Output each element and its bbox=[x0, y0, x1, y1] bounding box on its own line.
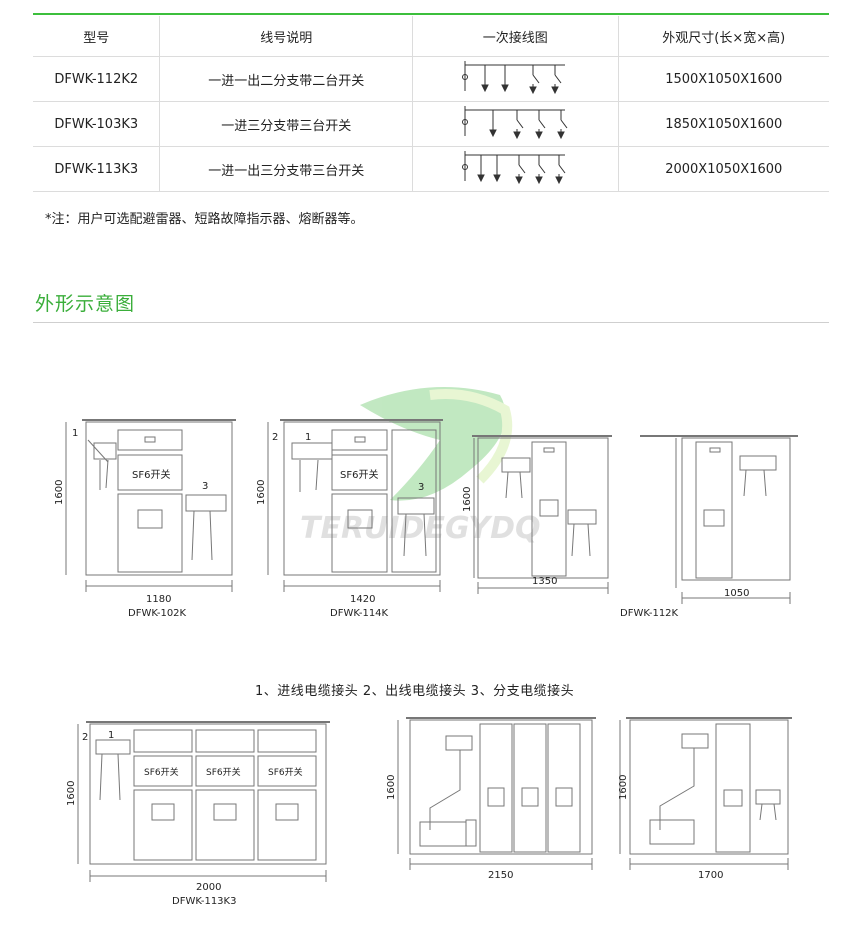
height-dim: 1600 bbox=[66, 781, 77, 806]
drawing-1700-section bbox=[619, 717, 792, 870]
callout-1: 1 bbox=[72, 428, 78, 439]
width-dim: 1180 bbox=[146, 594, 171, 605]
cell-size: 1850X1050X1600 bbox=[618, 101, 829, 147]
table-row: DFWK-103K3 一进三分支带三台开关 1850X1050X1600 bbox=[33, 101, 829, 147]
footnote: *注：用户可选配避雷器、短路故障指示器、熔断器等。 bbox=[45, 212, 364, 227]
cell-model: DFWK-113K3 bbox=[33, 146, 161, 192]
watermark-logo: TERUIDEGYDQ bbox=[300, 387, 541, 546]
switch-label: SF6开关 bbox=[340, 468, 378, 481]
cell-size: 2000X1050X1600 bbox=[618, 146, 829, 192]
section-title: 外形示意图 bbox=[35, 293, 136, 315]
width-dim: 2150 bbox=[488, 870, 513, 881]
height-dim: 1600 bbox=[462, 487, 473, 512]
callout-1: 1 bbox=[108, 730, 114, 741]
wiring-diagram-icon bbox=[462, 61, 566, 95]
width-dim: 1350 bbox=[532, 576, 557, 587]
drawing-caption: DFWK-113K3 bbox=[172, 896, 236, 907]
spec-table: 型号 线号说明 一次接线图 外观尺寸(长×宽×高) DFWK-112K2 一进一… bbox=[33, 16, 829, 192]
header-desc: 线号说明 bbox=[159, 16, 414, 57]
callout-3: 3 bbox=[418, 482, 424, 493]
drawing-dfwk-102k bbox=[65, 419, 236, 592]
drawing-dfwk-114k bbox=[267, 419, 443, 592]
header-diagram: 一次接线图 bbox=[412, 16, 619, 57]
cell-desc: 一进一出二分支带二台开关 bbox=[159, 56, 414, 102]
width-dim: 1420 bbox=[350, 594, 375, 605]
drawing-caption: DFWK-102K bbox=[128, 608, 187, 619]
drawing-caption: DFWK-112K bbox=[620, 608, 679, 619]
header-model: 型号 bbox=[33, 16, 161, 57]
table-header-row: 型号 线号说明 一次接线图 外观尺寸(长×宽×高) bbox=[33, 16, 829, 57]
height-dim: 1600 bbox=[386, 775, 397, 800]
width-dim: 2000 bbox=[196, 882, 221, 893]
drawing-dfwk-113k3 bbox=[77, 721, 330, 882]
wiring-diagram-icon bbox=[462, 106, 568, 140]
cell-model: DFWK-112K2 bbox=[33, 56, 161, 102]
width-dim: 1700 bbox=[698, 870, 723, 881]
switch-label: SF6开关 bbox=[268, 766, 303, 778]
wiring-diagram-icon bbox=[462, 151, 566, 185]
cell-desc: 一进三分支带三台开关 bbox=[159, 101, 414, 147]
width-dim: 1050 bbox=[724, 588, 749, 599]
drawing-2150-section bbox=[397, 717, 596, 870]
cell-desc: 一进一出三分支带三台开关 bbox=[159, 146, 414, 192]
table-row: DFWK-113K3 一进一出三分支带三台开关 2000X1 bbox=[33, 146, 829, 192]
height-dim: 1600 bbox=[54, 480, 65, 505]
switch-label: SF6开关 bbox=[132, 468, 170, 481]
callout-2: 2 bbox=[272, 432, 278, 443]
height-dim: 1600 bbox=[256, 480, 267, 505]
drawing-caption: DFWK-114K bbox=[330, 608, 389, 619]
callout-2: 2 bbox=[82, 732, 88, 743]
cell-model: DFWK-103K3 bbox=[33, 101, 161, 147]
drawing-side-112k bbox=[640, 435, 798, 604]
cell-size: 1500X1050X1600 bbox=[618, 56, 829, 102]
height-dim: 1600 bbox=[618, 775, 629, 800]
callout-3: 3 bbox=[202, 481, 208, 492]
table-top-rule bbox=[33, 13, 829, 15]
switch-label: SF6开关 bbox=[206, 766, 241, 778]
callout-1: 1 bbox=[305, 432, 311, 443]
switch-label: SF6开关 bbox=[144, 766, 179, 778]
section-rule bbox=[33, 322, 829, 323]
drawing-dfwk-112k bbox=[472, 435, 612, 594]
header-size: 外观尺寸(长×宽×高) bbox=[618, 16, 829, 57]
cell-diagram bbox=[412, 56, 619, 102]
cell-diagram bbox=[412, 146, 619, 192]
table-row: DFWK-112K2 一进一出二分支带二台开关 1500X1050X1600 bbox=[33, 56, 829, 102]
legend-text: 1、进线电缆接头 2、出线电缆接头 3、分支电缆接头 bbox=[255, 684, 575, 699]
cell-diagram bbox=[412, 101, 619, 147]
watermark-text: TERUIDEGYDQ bbox=[300, 511, 541, 546]
